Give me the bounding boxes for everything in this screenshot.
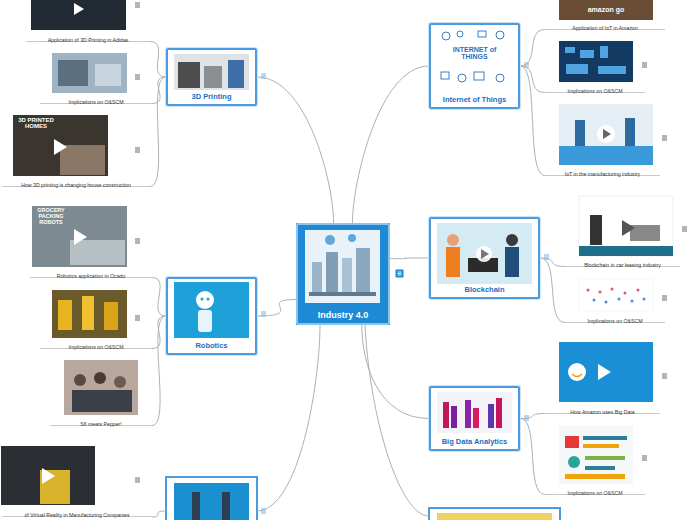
subtopic-node: S6 meets Pepper!: [50, 416, 152, 426]
mindmap-branch: [150, 42, 166, 78]
node-text: Robotics application in Ocado: [57, 273, 126, 279]
subtopic-node: How 3D printing is changing house constr…: [2, 177, 150, 187]
central-topic: Industry 4.0: [296, 223, 390, 325]
node-text: How 3D printing is changing house constr…: [21, 182, 131, 188]
mindmap-branch: [257, 77, 334, 223]
subtopic-node: Blockchain in car leasing industry: [565, 257, 680, 267]
node-text: Implications on O&SCM: [567, 490, 622, 496]
subtopic-node: Implications on O&SCM: [565, 313, 665, 323]
image-caption-text: INTERNET of THINGS: [446, 46, 503, 61]
node-text: S6 meets Pepper!: [80, 421, 122, 427]
mindmap-branch: [152, 278, 166, 317]
node-text: How Amazon uses Big Data: [570, 409, 634, 415]
subtopic-node: IoT in the manufacturing industry: [545, 166, 660, 176]
mindmap-branch: [540, 258, 565, 323]
node-text: Blockchain: [464, 285, 504, 294]
node-text: Industry 4.0: [318, 310, 369, 320]
main-topic: 3D Printing: [166, 48, 257, 106]
main-topic: Blockchain: [429, 217, 540, 299]
mindmap-branch: [352, 66, 429, 223]
subtopic-node: Implications on O&SCM: [40, 339, 152, 349]
mindmap-branch: [390, 258, 429, 260]
image-caption-text: 3D PRINTED HOMES: [15, 117, 57, 130]
node-text: Blockchain in car leasing industry: [584, 262, 661, 268]
mindmap-branch: [150, 77, 166, 187]
node-text: Implications on O&SCM: [567, 88, 622, 94]
mindmap-branch: [257, 300, 296, 317]
mindmap-branch: [362, 325, 429, 419]
mindmap-branch: [152, 316, 166, 426]
subtopic-node: of Virtual Reality in Manufacturing Comp…: [2, 507, 152, 517]
node-text: Internet of Things: [443, 95, 506, 104]
mindmap-branch: [520, 414, 545, 419]
node-text: Implications on O&SCM: [587, 318, 642, 324]
node-text: Implications on O&SCM: [68, 99, 123, 105]
node-text: Big Data Analytics: [442, 437, 508, 446]
node-text: Robotics: [195, 341, 227, 350]
subtopic-node: Application of IoT in Amazon: [545, 20, 665, 30]
subtopic-node: Implications on O&SCM: [545, 83, 645, 93]
node-text: Application of IoT in Amazon: [572, 25, 638, 31]
node-text: IoT in the manufacturing industry: [565, 171, 640, 177]
image-caption-text: amazon go: [568, 6, 644, 13]
main-topic: Internet of Things: [429, 23, 520, 109]
node-text: Application of 3D Printing in Adidas: [48, 37, 129, 43]
node-text: Implications on O&SCM: [68, 344, 123, 350]
subtopic-node: Robotics application in Ocado: [30, 268, 152, 278]
mindmap-branch: [520, 66, 545, 176]
node-text: of Virtual Reality in Manufacturing Comp…: [24, 512, 129, 518]
mindmap-branch: [520, 419, 545, 495]
mindmap-branch: [520, 66, 545, 93]
subtopic-node: How Amazon uses Big Data: [545, 404, 660, 414]
node-text: 3D Printing: [191, 92, 231, 101]
subtopic-node: Implications on O&SCM: [40, 94, 152, 104]
mindmap-branch: [152, 77, 166, 104]
subtopic-node: Implications on O&SCM: [545, 485, 645, 495]
subtopic-node: Application of 3D Printing in Adidas: [26, 32, 150, 42]
main-topic: Robotics: [166, 277, 257, 355]
mindmap-branch: [520, 30, 545, 67]
mindmap-branch: [152, 316, 166, 349]
main-topic: Big Data Analytics: [429, 386, 520, 451]
image-caption-text: GROCERY PACKING ROBOTS: [34, 208, 68, 225]
